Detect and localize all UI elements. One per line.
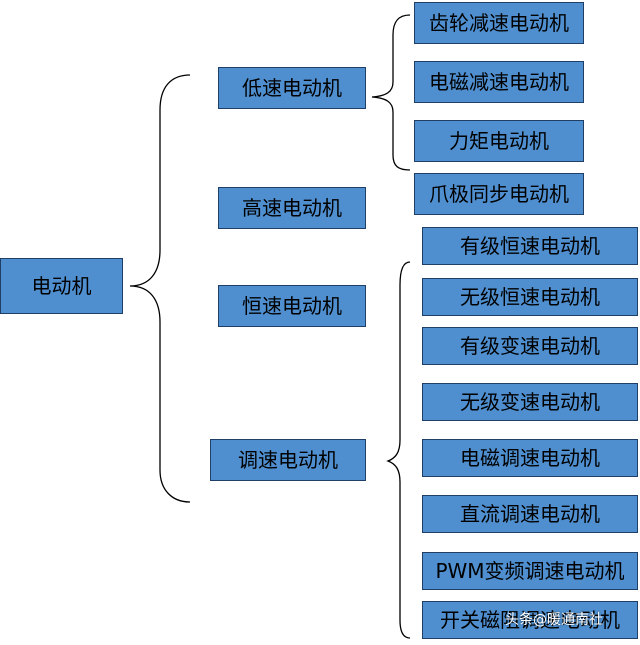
node-stepped-variable-speed-motor: 有级变速电动机 [422, 327, 638, 365]
watermark-text: 头条@暖通南社 [505, 612, 603, 628]
node-stepless-constant-speed-motor: 无级恒速电动机 [422, 278, 638, 316]
root-node-motor: 电动机 [0, 258, 123, 314]
node-claw-pole-synchronous-motor: 爪极同步电动机 [414, 173, 584, 215]
node-torque-motor: 力矩电动机 [414, 120, 584, 162]
node-high-speed-motor: 高速电动机 [218, 187, 366, 229]
node-constant-speed-motor: 恒速电动机 [218, 285, 366, 327]
speed-brace [386, 261, 411, 639]
root-brace [129, 74, 191, 503]
node-electromagnetic-speed-control-motor: 电磁调速电动机 [422, 439, 638, 477]
node-stepped-constant-speed-motor: 有级恒速电动机 [422, 227, 638, 265]
node-low-speed-motor: 低速电动机 [218, 67, 366, 109]
node-stepless-variable-speed-motor: 无级变速电动机 [422, 383, 638, 421]
node-electromagnetic-reduction-motor: 电磁减速电动机 [414, 61, 584, 103]
node-adjustable-speed-motor: 调速电动机 [210, 439, 366, 481]
node-switched-reluctance-speed-control-motor: 开关磁阻调速电动机 [422, 601, 638, 639]
node-pwm-vfd-speed-control-motor: PWM变频调速电动机 [422, 552, 638, 590]
node-gear-reduction-motor: 齿轮减速电动机 [414, 2, 584, 44]
low-speed-brace [371, 14, 411, 171]
node-dc-speed-control-motor: 直流调速电动机 [422, 495, 638, 533]
